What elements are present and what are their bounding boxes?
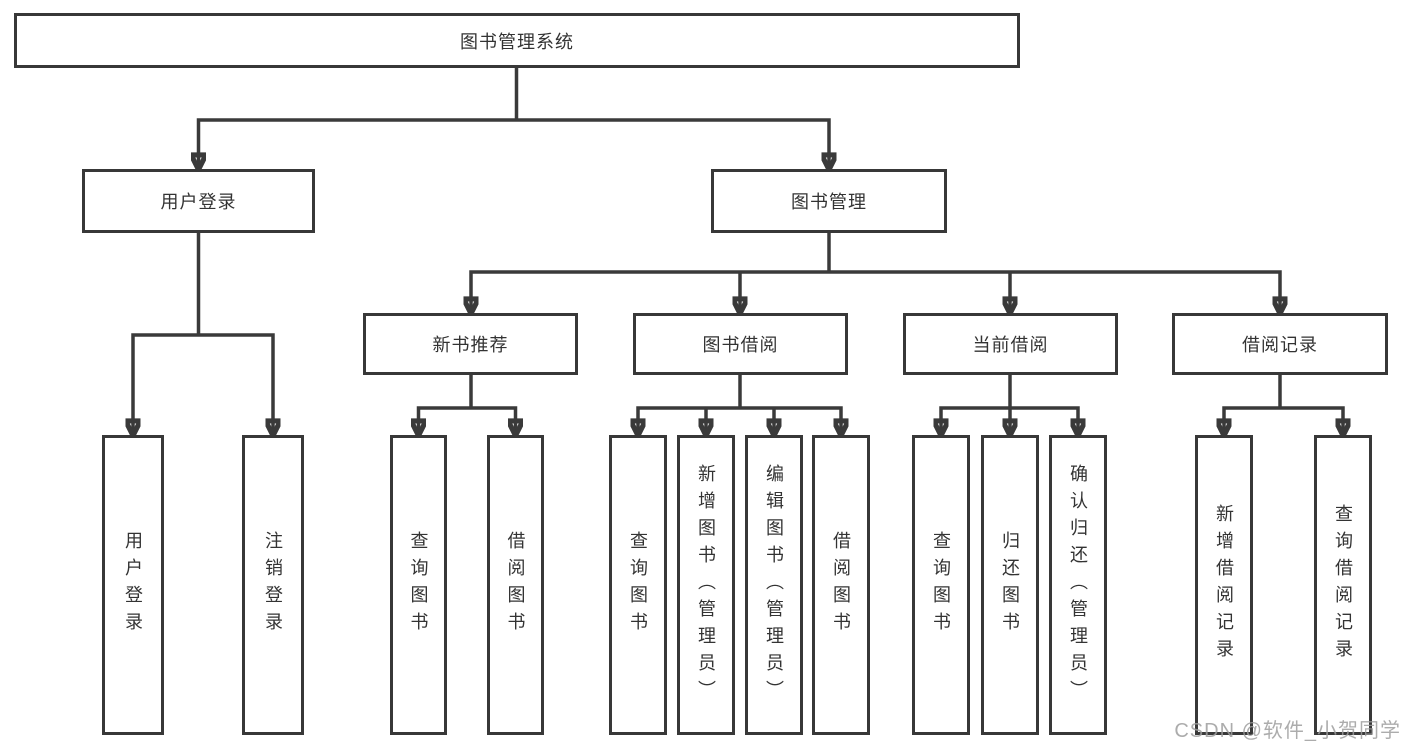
node-label: 当前借阅	[972, 335, 1049, 355]
leaf-query-books-newrec: 查询图书	[390, 435, 447, 735]
leaf-logout: 注销登录	[242, 435, 304, 735]
leaf-query-books-borrow: 查询图书	[609, 435, 667, 735]
leaf-add-borrow-record: 新增借阅记录	[1195, 435, 1253, 735]
leaf-label: 借阅图书	[831, 531, 851, 639]
node-label: 图书借阅	[702, 335, 779, 355]
csdn-watermark: CSDN @软件_小贺同学	[1174, 720, 1401, 742]
leaf-return-books: 归还图书	[981, 435, 1039, 735]
leaf-borrow-books-newrec: 借阅图书	[487, 435, 544, 735]
node-label: 图书管理	[791, 192, 867, 212]
leaf-label: 新增借阅记录	[1214, 504, 1234, 666]
leaf-label: 查询图书	[628, 531, 648, 639]
leaf-label: 查询图书	[408, 531, 429, 639]
node-borrowing-records: 借阅记录	[1172, 313, 1388, 375]
node-label: 借阅记录	[1242, 335, 1318, 355]
leaf-label: 注销登录	[263, 531, 283, 639]
leaf-borrow-books: 借阅图书	[812, 435, 870, 735]
leaf-user-login: 用户登录	[102, 435, 164, 735]
leaf-label: 用户登录	[123, 531, 143, 639]
leaf-label: 借阅图书	[505, 531, 526, 639]
leaf-query-borrow-record: 查询借阅记录	[1314, 435, 1372, 735]
leaf-label: 查询借阅记录	[1333, 504, 1353, 666]
node-new-book-recommend: 新书推荐	[363, 313, 578, 375]
node-current-borrowing: 当前借阅	[903, 313, 1118, 375]
leaf-add-books-admin: 新增图书（管理员）	[677, 435, 735, 735]
node-book-borrowing: 图书借阅	[633, 313, 848, 375]
leaf-query-books-current: 查询图书	[912, 435, 970, 735]
node-label: 用户登录	[160, 192, 237, 212]
node-library-management-system: 图书管理系统	[14, 13, 1020, 68]
leaf-label: 编辑图书（管理员）	[764, 463, 784, 707]
leaf-edit-books-admin: 编辑图书（管理员）	[745, 435, 803, 735]
node-book-management: 图书管理	[711, 169, 947, 233]
node-label: 图书管理系统	[460, 31, 574, 52]
leaf-label: 归还图书	[1000, 531, 1020, 639]
leaf-confirm-return-admin: 确认归还（管理员）	[1049, 435, 1107, 735]
node-label: 新书推荐	[432, 335, 509, 355]
node-user-login: 用户登录	[82, 169, 315, 233]
leaf-label: 查询图书	[931, 531, 951, 639]
leaf-label: 新增图书（管理员）	[696, 463, 716, 707]
leaf-label: 确认归还（管理员）	[1068, 463, 1088, 707]
